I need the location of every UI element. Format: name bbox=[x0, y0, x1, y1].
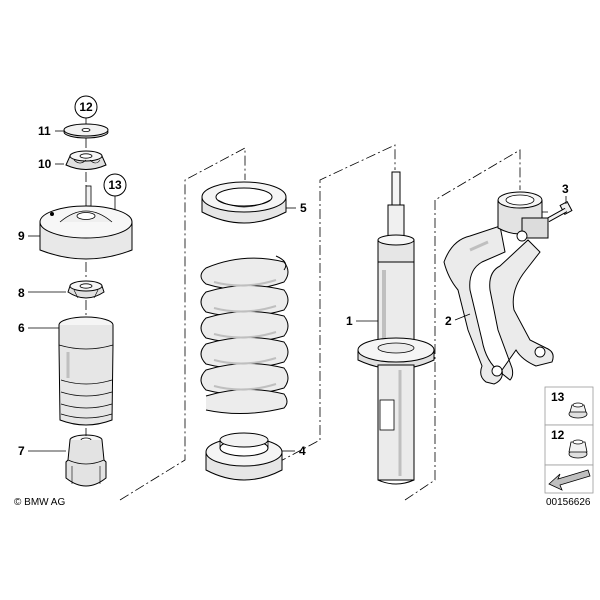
part-8-stop-cup[interactable] bbox=[67, 280, 105, 299]
callout-8-label: 8 bbox=[18, 286, 25, 300]
part-2-steering-knuckle[interactable] bbox=[443, 191, 554, 385]
copyright-text: © BMW AG bbox=[14, 497, 65, 508]
part-7-bump-stop[interactable] bbox=[65, 434, 107, 487]
legend-box-arrow bbox=[544, 464, 594, 494]
callout-4[interactable]: 4 bbox=[282, 444, 306, 458]
callout-11-label: 11 bbox=[38, 124, 51, 138]
callout-9[interactable]: 9 bbox=[18, 229, 40, 243]
hex-nut-icon bbox=[568, 439, 588, 459]
callout-5[interactable]: 5 bbox=[286, 201, 307, 215]
callout-10[interactable]: 10 bbox=[38, 157, 64, 171]
part-6-dust-boot[interactable] bbox=[58, 316, 114, 426]
callout-1[interactable]: 1 bbox=[346, 314, 378, 328]
part-1-shock-absorber[interactable] bbox=[357, 171, 435, 485]
legend-box-13[interactable]: 13 bbox=[544, 386, 594, 426]
part-10-rubber-bearing[interactable] bbox=[65, 150, 107, 170]
part-11-washer[interactable] bbox=[63, 123, 109, 139]
part-9-strut-mount[interactable] bbox=[39, 185, 133, 260]
callout-8[interactable]: 8 bbox=[18, 286, 66, 300]
legend-box-12[interactable]: 12 bbox=[544, 424, 594, 466]
direction-arrow-icon bbox=[548, 469, 591, 491]
legend-13-label: 13 bbox=[551, 390, 565, 404]
hex-nut-flanged-icon bbox=[568, 402, 588, 419]
callout-12-label: 12 bbox=[79, 100, 93, 114]
callout-3[interactable]: 3 bbox=[562, 182, 569, 204]
part-4-lower-spring-seat[interactable] bbox=[205, 432, 283, 481]
legend-12-label: 12 bbox=[551, 428, 565, 442]
part-5-upper-spring-seat[interactable] bbox=[201, 181, 287, 224]
callout-3-label: 3 bbox=[562, 182, 569, 196]
callout-13-circled[interactable]: 13 bbox=[103, 173, 127, 218]
part-3-clamp-bolt[interactable] bbox=[546, 201, 573, 223]
callout-10-label: 10 bbox=[38, 157, 52, 171]
callout-12-circled[interactable]: 12 bbox=[74, 95, 98, 128]
callout-11[interactable]: 11 bbox=[38, 124, 64, 138]
callout-6-label: 6 bbox=[18, 321, 25, 335]
callout-13-label: 13 bbox=[108, 178, 122, 192]
callout-6[interactable]: 6 bbox=[18, 321, 59, 335]
callout-2[interactable]: 2 bbox=[445, 313, 471, 328]
callout-4-label: 4 bbox=[299, 444, 306, 458]
coil-spring bbox=[200, 255, 289, 415]
callout-7[interactable]: 7 bbox=[18, 444, 66, 458]
document-number: 00156626 bbox=[546, 497, 591, 508]
assembly-dash-lines bbox=[85, 138, 548, 501]
callout-2-label: 2 bbox=[445, 314, 452, 328]
callout-9-label: 9 bbox=[18, 229, 25, 243]
callout-7-label: 7 bbox=[18, 444, 25, 458]
callout-5-label: 5 bbox=[300, 201, 307, 215]
callout-1-label: 1 bbox=[346, 314, 353, 328]
